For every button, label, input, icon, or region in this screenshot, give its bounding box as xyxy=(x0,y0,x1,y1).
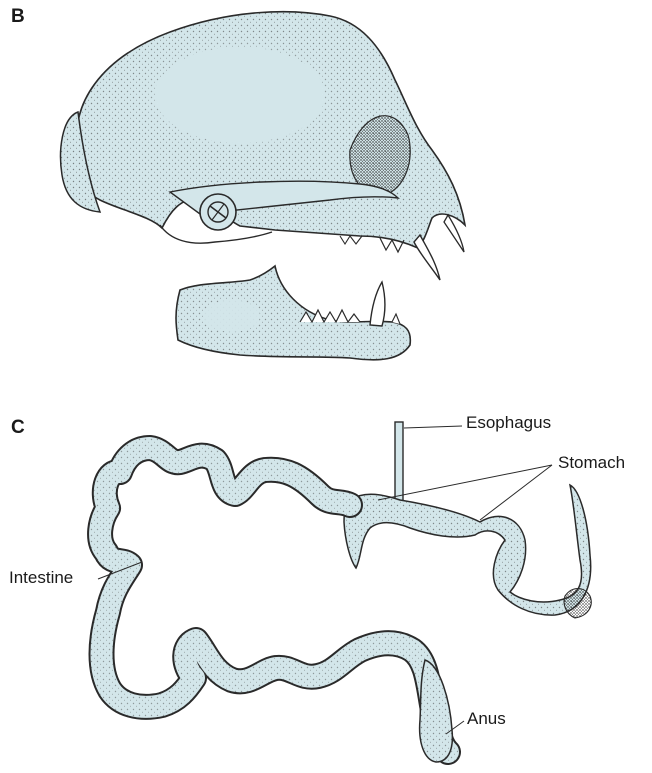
panel-b-letter: B xyxy=(11,6,25,28)
intestine-label: Intestine xyxy=(9,568,73,588)
stomach-dense-end xyxy=(564,589,591,619)
stomach-leader-1 xyxy=(378,465,552,500)
skull-upper-canine xyxy=(414,235,440,280)
mandible-illustration xyxy=(176,266,410,360)
stomach-leader-2 xyxy=(480,465,552,520)
esophagus-leader xyxy=(404,426,462,428)
mandible-canine xyxy=(370,282,385,326)
stomach-label: Stomach xyxy=(558,453,625,473)
esophagus-label: Esophagus xyxy=(466,413,551,433)
anus-label: Anus xyxy=(467,709,506,729)
skull-illustration xyxy=(61,12,465,280)
digestive-tract-illustration xyxy=(98,422,591,762)
esophagus-tube xyxy=(395,422,403,504)
panel-c-letter: C xyxy=(11,417,25,439)
